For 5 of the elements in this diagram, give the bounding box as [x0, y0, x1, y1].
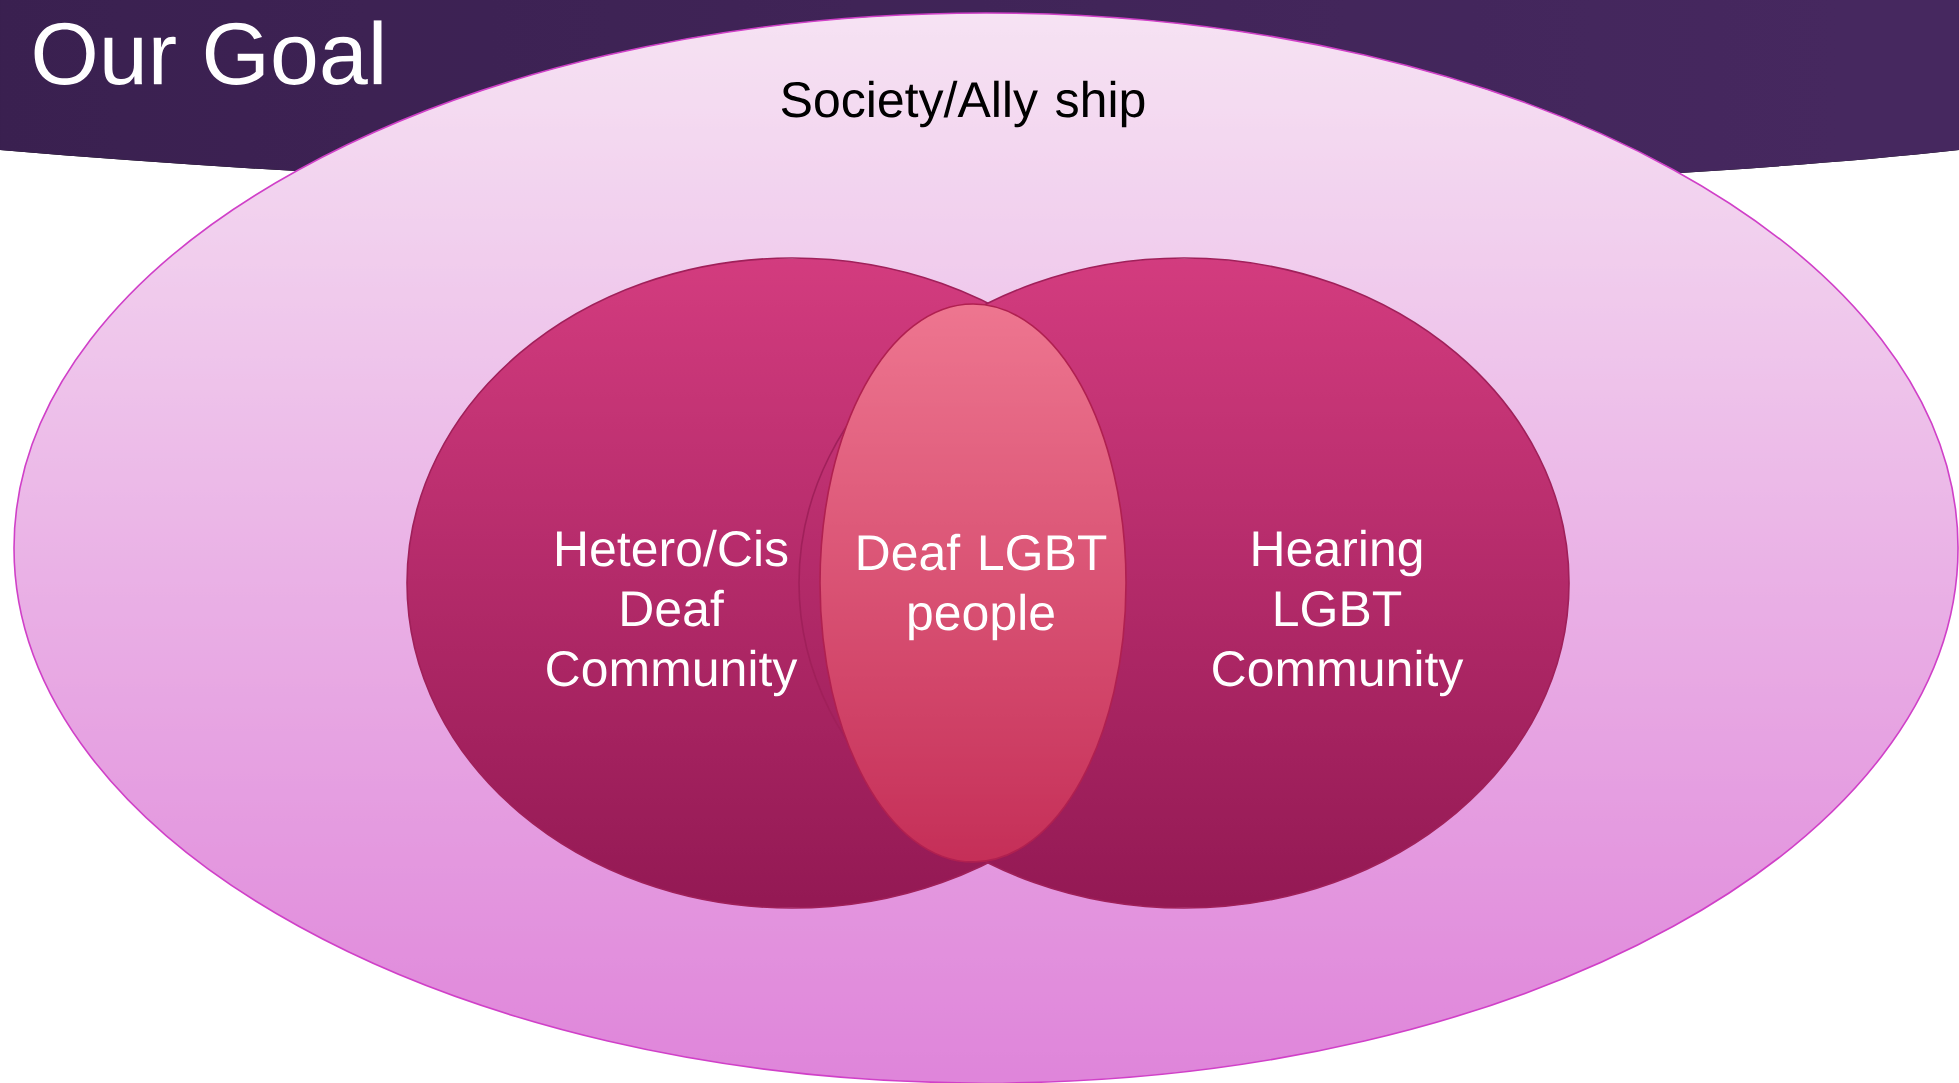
ellipse-label: Deaf LGBT people: [858, 533, 1107, 641]
ellipse-label: Hetero/Cis Deaf Community: [547, 529, 798, 697]
ellipse-label: Society/Ally ship: [781, 80, 1145, 128]
slide-title: Our Goal: [34, 20, 382, 85]
ellipse-label: Hearing LGBT Community: [1213, 529, 1464, 697]
